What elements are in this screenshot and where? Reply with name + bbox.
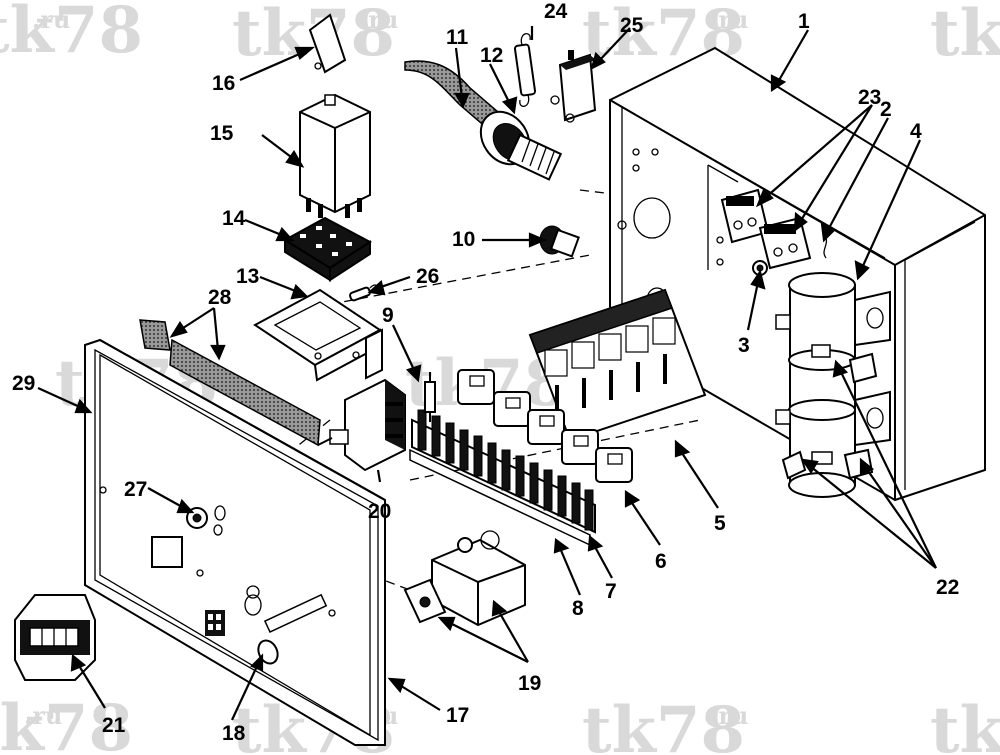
toggle-switch <box>317 378 406 472</box>
callout-3: 3 <box>738 334 750 357</box>
watermark-bottom-left: tk78 .ru <box>0 691 133 755</box>
callout-29: 29 <box>12 372 35 395</box>
callout-10: 10 <box>452 228 475 251</box>
svg-text:.ru: .ru <box>710 701 748 730</box>
small-fuse <box>424 372 436 422</box>
callout-11: 11 <box>446 26 469 49</box>
bolt <box>257 593 328 665</box>
relay <box>299 93 371 218</box>
relay-clip <box>308 13 347 74</box>
svg-text:.ru: .ru <box>24 701 62 730</box>
micro-switch <box>550 50 597 123</box>
callout-23: 23 <box>858 86 881 109</box>
callout-7: 7 <box>605 580 617 603</box>
fuse-clip <box>513 33 537 107</box>
relay-socket <box>283 216 372 282</box>
mount-bracket <box>253 288 384 382</box>
callout-15: 15 <box>210 122 234 145</box>
callout-16: 16 <box>212 72 235 95</box>
svg-text:.ru: .ru <box>360 5 398 34</box>
watermark-top-center: tk78 .ru <box>232 0 398 71</box>
callout-20: 20 <box>368 500 391 523</box>
watermark-top-right: tk78 <box>930 0 1000 71</box>
callout-8: 8 <box>572 597 584 620</box>
callout-9: 9 <box>382 304 394 327</box>
svg-text:tk78: tk78 <box>0 691 133 755</box>
callout-13: 13 <box>236 265 259 288</box>
callout-28: 28 <box>208 286 232 309</box>
watermark-bottom-center-right: tk78 .ru <box>582 693 748 755</box>
callout-12: 12 <box>480 44 503 67</box>
callout-24: 24 <box>544 0 568 23</box>
thermostat-switch <box>403 530 526 627</box>
callout-14: 14 <box>222 207 246 230</box>
terminal-strip <box>409 409 596 547</box>
callout-19: 19 <box>518 672 541 695</box>
callout-4: 4 <box>910 120 922 143</box>
callout-labels: 1 2 3 4 5 6 7 8 9 10 11 12 13 14 15 16 1… <box>12 0 959 745</box>
callout-5: 5 <box>714 512 726 535</box>
callout-2: 2 <box>880 98 892 121</box>
mesh-strips <box>139 319 321 447</box>
svg-text:tk78: tk78 <box>582 693 745 755</box>
hour-meter <box>14 594 96 681</box>
relay-cubes <box>457 369 633 483</box>
front-panel <box>84 338 386 746</box>
callout-1: 1 <box>798 10 810 33</box>
svg-text:tk78: tk78 <box>930 0 1000 71</box>
callout-27: 27 <box>124 478 147 501</box>
svg-text:.ru: .ru <box>32 5 70 34</box>
callout-25: 25 <box>620 14 644 37</box>
relay-bank <box>528 288 707 442</box>
svg-text:tk78: tk78 <box>0 0 143 68</box>
svg-text:.ru: .ru <box>710 5 748 34</box>
callout-18: 18 <box>222 722 246 745</box>
callout-22: 22 <box>936 576 959 599</box>
watermark-top-left: tk78 .ru <box>0 0 143 68</box>
cylinder-fittings <box>781 344 878 480</box>
callout-26: 26 <box>416 265 439 288</box>
watermark-bottom-right: tk78 <box>930 693 1000 755</box>
leader-lines <box>37 26 937 721</box>
callout-6: 6 <box>655 550 667 573</box>
callout-21: 21 <box>102 714 126 737</box>
callout-17: 17 <box>446 704 469 727</box>
terminal-blocks-top <box>720 188 812 270</box>
svg-text:tk78: tk78 <box>930 693 1000 755</box>
conduit-connector <box>479 110 563 181</box>
small-connector <box>539 225 580 258</box>
